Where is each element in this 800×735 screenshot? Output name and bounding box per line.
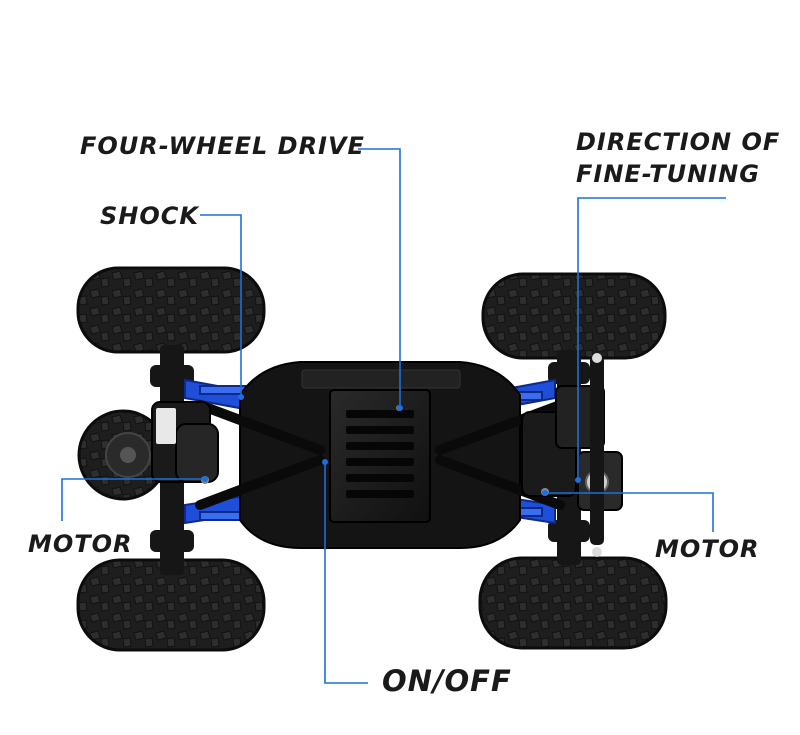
tire-front-left — [76, 266, 266, 354]
motor-right-housing — [521, 353, 623, 557]
motor-left-housing — [151, 401, 219, 484]
direction-fine-tuning-label-line2: FINE-TUNING — [576, 160, 760, 188]
motor-left-label: MOTOR — [28, 530, 133, 558]
tire-front-right — [481, 272, 667, 360]
direction-fine-tuning-label-line1: DIRECTION OF — [576, 128, 781, 156]
on-off-label: ON/OFF — [382, 664, 512, 698]
shock-label: SHOCK — [100, 202, 199, 230]
leader-dots — [202, 394, 581, 496]
battery-cover — [329, 389, 431, 523]
leader-lines — [61, 148, 726, 684]
four-wheel-drive-label: FOUR-WHEEL DRIVE — [80, 132, 365, 160]
tire-rear-right — [478, 556, 668, 650]
motor-right-label: MOTOR — [655, 535, 760, 563]
